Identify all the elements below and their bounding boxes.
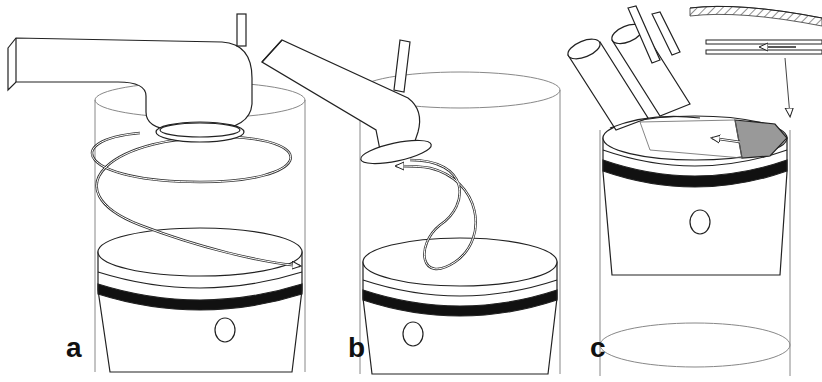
- valve-stem: [394, 40, 410, 92]
- valve-stem: [237, 14, 246, 46]
- cylinder-wall: [360, 90, 361, 374]
- piston-crown: [98, 228, 302, 276]
- inset-plate: [706, 40, 822, 44]
- cylinder-bottom: [600, 323, 790, 367]
- valve-stem: [652, 12, 680, 55]
- cylinder-wall: [560, 90, 561, 374]
- port-edge: [262, 40, 282, 62]
- squish-area: [735, 120, 787, 158]
- inset-plate: [706, 50, 822, 54]
- squish-inset: [690, 6, 822, 116]
- piston-pin-hole: [403, 322, 423, 346]
- figure-letter: b: [348, 334, 365, 362]
- swirl-arrow-core: [92, 133, 300, 266]
- swirl-arrow: [92, 133, 300, 266]
- intake-valve: [359, 136, 433, 169]
- port-edge: [15, 38, 16, 82]
- cylinder-wall: [790, 130, 791, 376]
- tumble-arrow-core: [396, 160, 476, 269]
- head-section: [690, 6, 822, 26]
- inset-arrow: [760, 46, 796, 47]
- figure-letter: a: [66, 334, 82, 362]
- swirl-port: [8, 14, 252, 142]
- swirl-cylinder: [95, 82, 305, 372]
- intake-valve: [156, 122, 244, 142]
- port-opening: [565, 35, 603, 63]
- intake-port: [262, 40, 420, 150]
- squish-cylinder: [600, 130, 790, 376]
- squish-piston: [603, 116, 787, 275]
- figure-letter: c: [590, 334, 606, 362]
- squish-arrow-core: [712, 138, 740, 142]
- squish-ports: [565, 6, 700, 130]
- piston-crown: [363, 238, 557, 286]
- squish-arrow: [712, 138, 740, 142]
- cylinder-wall: [95, 100, 96, 372]
- piston-ring: [603, 160, 787, 187]
- combustion-bowl: [640, 120, 742, 158]
- cylinder-head-edge: [610, 116, 700, 128]
- piston-ring: [363, 290, 557, 316]
- piston-pin-hole: [690, 210, 710, 234]
- tumble-arrow: [396, 160, 476, 269]
- intake-port: [8, 38, 252, 130]
- valve-seat: [160, 123, 240, 137]
- swirl-piston: [98, 228, 302, 372]
- piston-pin-hole: [215, 318, 235, 342]
- leader-line: [785, 58, 790, 116]
- tumble-port: [262, 40, 433, 168]
- cylinder-wall: [305, 100, 306, 372]
- head-line: [690, 6, 822, 18]
